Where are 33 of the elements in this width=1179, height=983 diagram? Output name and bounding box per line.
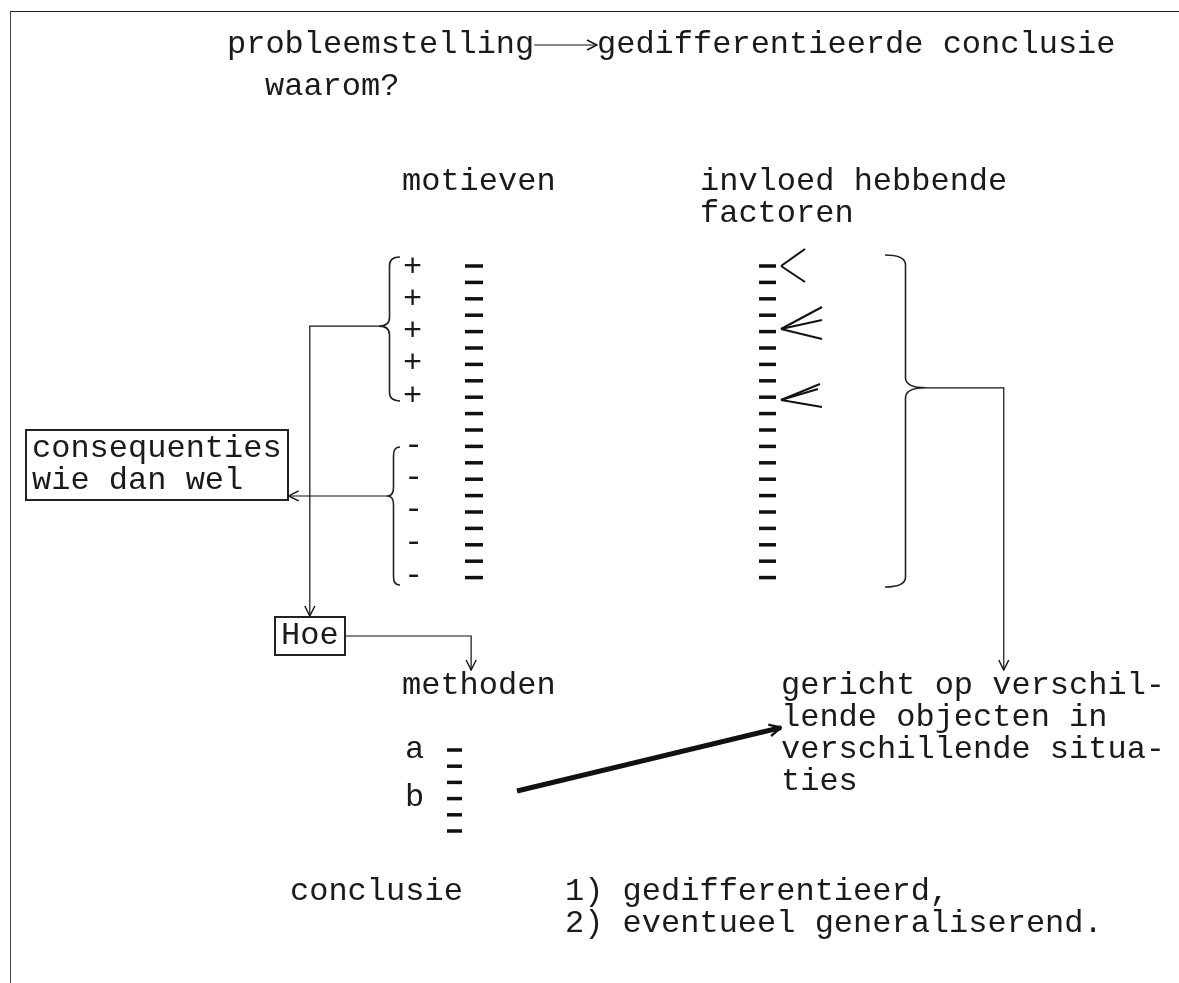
label-text: invloed hebbende factoren	[700, 166, 1008, 230]
label-text: -	[404, 494, 424, 526]
label-text: +	[403, 316, 423, 348]
text-box: Hoe	[274, 616, 346, 656]
label-text: +	[403, 348, 423, 380]
arrow	[533, 39, 598, 51]
note-text: gericht op verschil- lende objecten in verschillende situa- ties	[781, 670, 1166, 798]
label-text: 1) gedifferentieerd,	[565, 876, 950, 908]
arrow	[345, 635, 477, 671]
label-text: conclusie	[290, 876, 463, 908]
label-text: 2) eventueel generaliserend.	[565, 908, 1103, 940]
label-text: +	[403, 381, 423, 413]
label-text: +	[403, 284, 423, 316]
text-box: consequenties wie dan wel	[25, 429, 289, 501]
label-text: motieven	[402, 166, 556, 198]
arrow	[516, 723, 783, 794]
arrow	[304, 325, 380, 617]
curly-brace	[387, 447, 400, 585]
label-text: -	[404, 462, 424, 494]
label-text: -	[404, 430, 424, 462]
heading-text: methoden	[402, 670, 556, 702]
label-text: waarom?	[265, 71, 400, 103]
curly-brace	[379, 257, 400, 401]
arrow	[925, 387, 1010, 671]
heading-text: probleemstelling	[227, 29, 535, 61]
arrow	[287, 490, 388, 502]
label-text: -	[404, 527, 424, 559]
heading-text: gedifferentieerde conclusie	[597, 29, 1116, 61]
curly-brace	[885, 255, 926, 587]
label-text: +	[403, 252, 423, 284]
label-text: b	[405, 782, 425, 814]
label-text: a	[405, 734, 425, 766]
label-text: -	[404, 560, 424, 592]
